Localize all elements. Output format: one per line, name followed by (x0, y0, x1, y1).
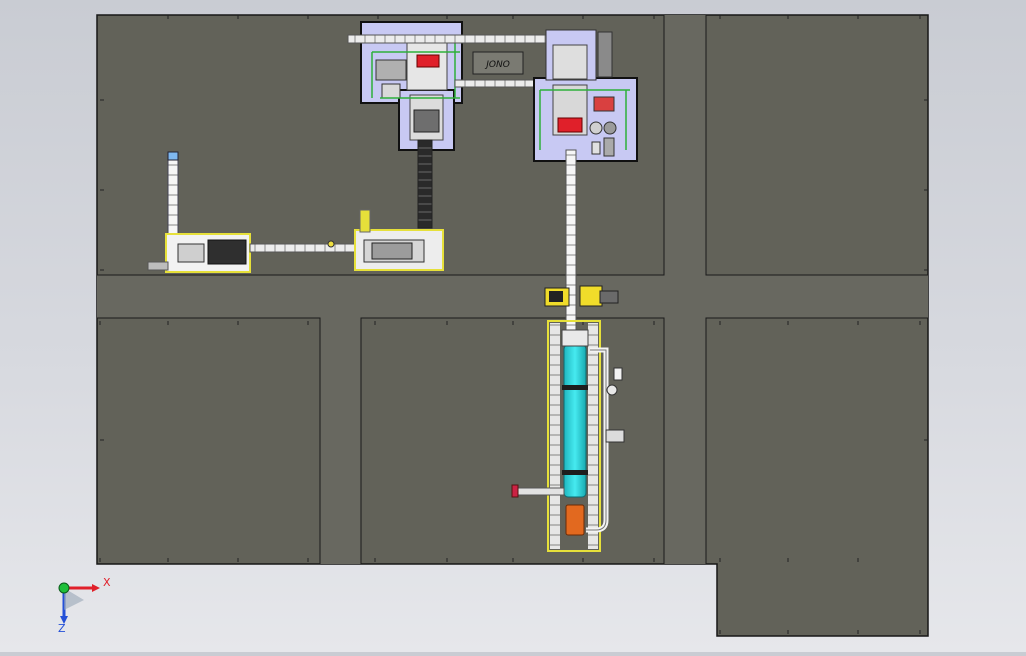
aisle-horizontal (97, 275, 928, 318)
orientation-triad[interactable]: X Z (58, 576, 111, 635)
slab-top-left (96, 14, 665, 276)
process-area-right[interactable] (533, 29, 638, 333)
process-area-left[interactable]: JONO (347, 21, 561, 229)
slab-bottom-center (360, 317, 665, 565)
floor-outline (96, 14, 929, 637)
slab-top-right (705, 14, 929, 276)
floor-plan (96, 14, 929, 637)
red-motor-unit-2 (557, 117, 583, 133)
aisle-vertical-b (320, 318, 361, 564)
forklift-vehicle[interactable] (544, 285, 619, 307)
label-plate-text: JONO (484, 60, 510, 70)
aisle-vertical-a (664, 15, 706, 564)
x-axis-label: X (103, 576, 111, 589)
stacker-line[interactable] (147, 151, 444, 273)
slab-bottom-left (96, 317, 321, 565)
horizontal-conveyor (249, 243, 359, 253)
slab-bottom-right (705, 317, 929, 637)
kiln-platform (547, 320, 601, 552)
red-motor-unit (416, 54, 440, 68)
z-axis-label: Z (58, 622, 66, 635)
chain-elevator (417, 139, 433, 229)
label-plate (472, 51, 524, 75)
kiln-hood (565, 504, 585, 536)
rotary-kiln-area[interactable] (511, 320, 625, 552)
y-axis-icon (58, 582, 70, 594)
top-conveyor (347, 34, 561, 44)
column-marks (99, 15, 928, 634)
discharge-pipe (513, 487, 565, 496)
